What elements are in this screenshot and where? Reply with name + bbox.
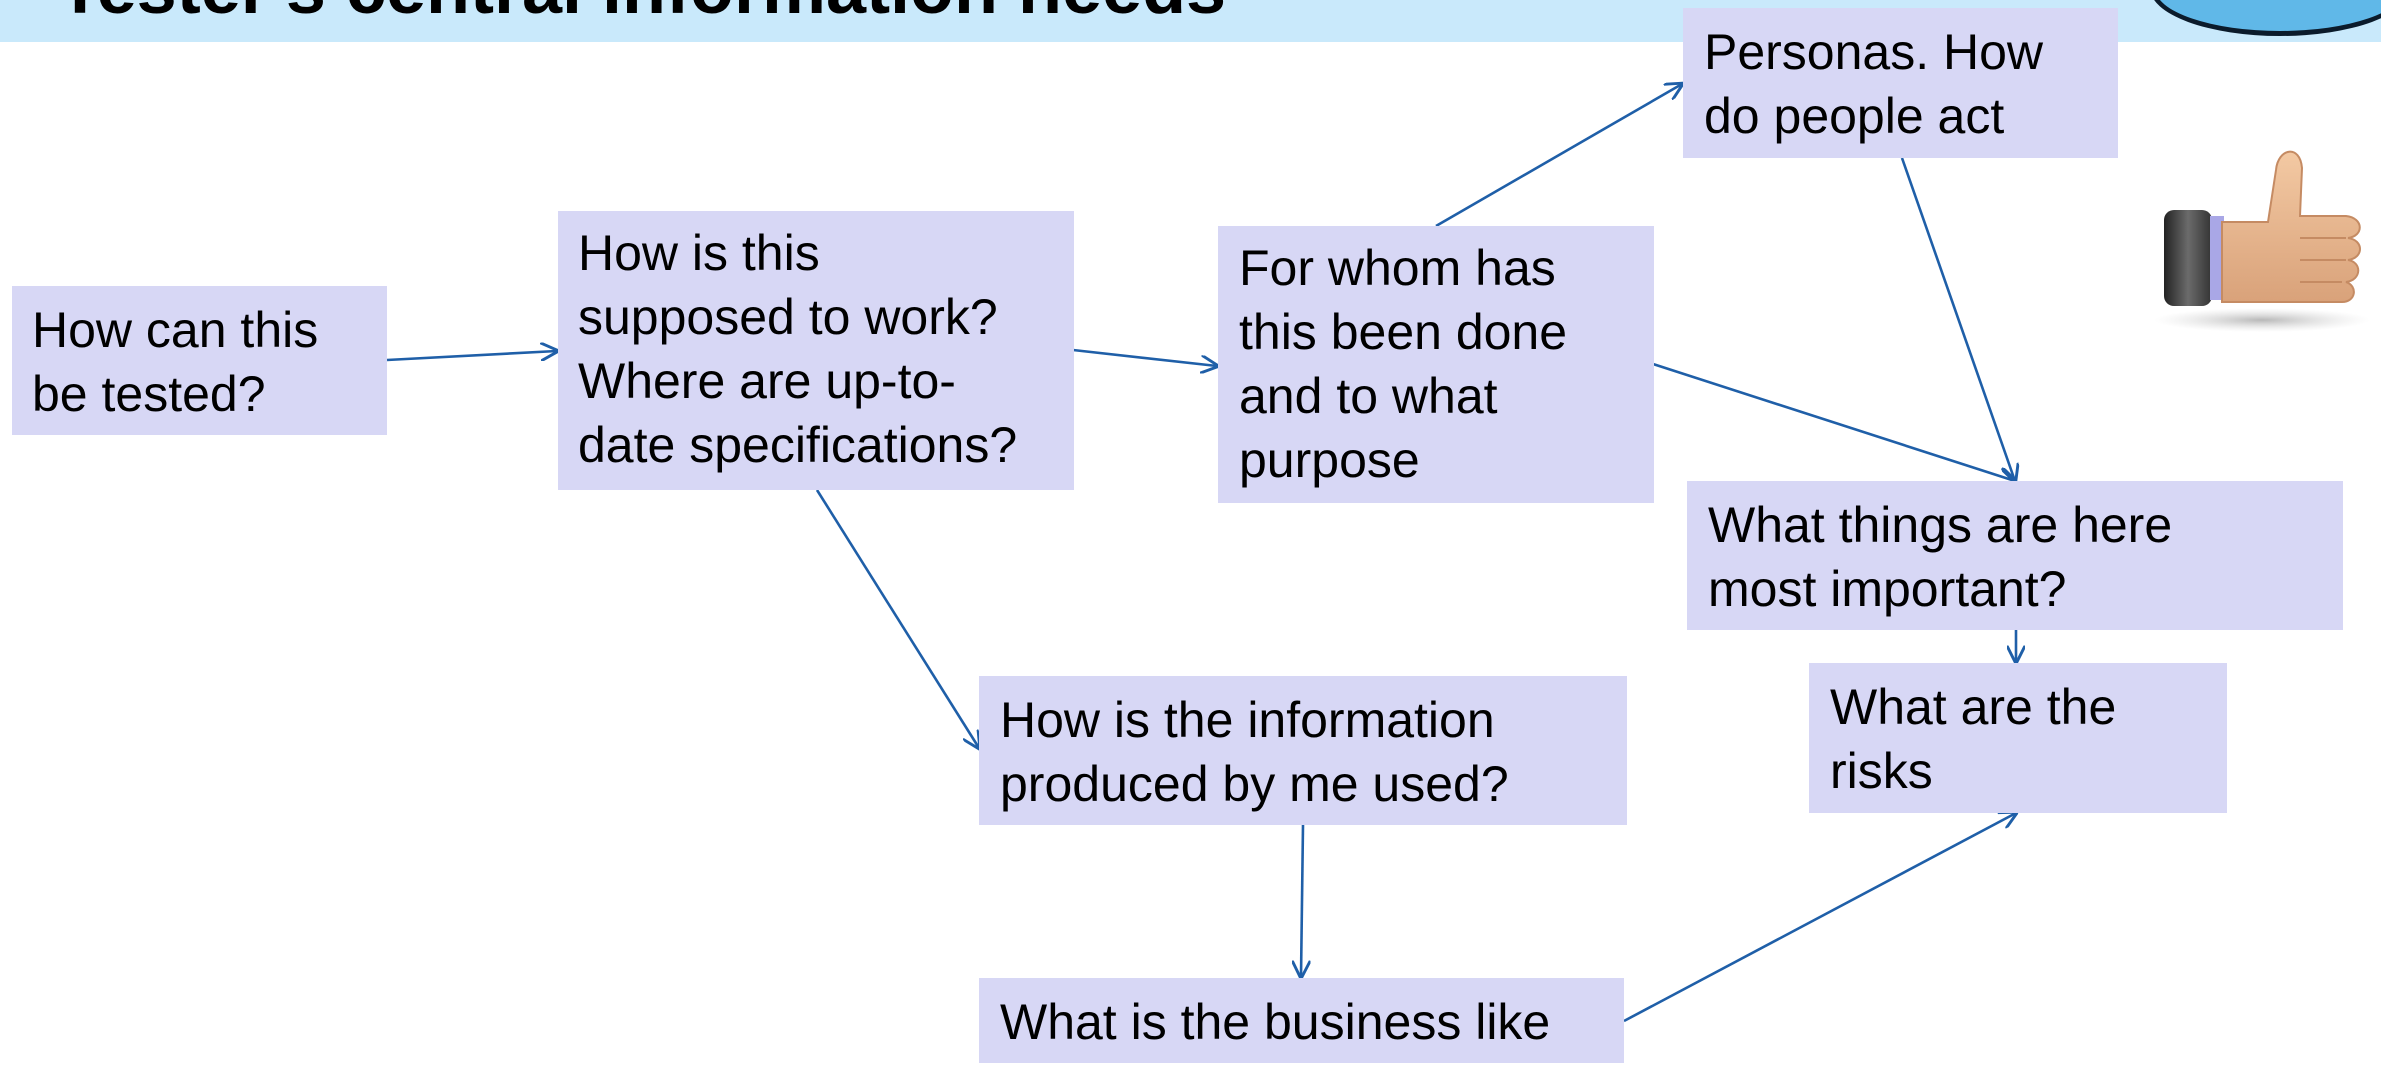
node-most-important: What things are here most important? [1687, 481, 2343, 630]
node-how-can-this-be-tested: How can this be tested? [12, 286, 387, 435]
arrow-info-to-business [1301, 824, 1303, 977]
node-how-is-this-supposed-to-work: How is this supposed to work? Where are … [558, 211, 1074, 490]
arrow-tested-to-work [386, 351, 557, 362]
arrow-work-to-whom [1072, 348, 1217, 366]
node-risks: What are the risks [1809, 663, 2227, 813]
arrow-work-to-info [815, 489, 979, 748]
arrow-whom-to-important [1652, 362, 2015, 481]
arrow-personas-to-important [1900, 157, 2015, 481]
arrow-business-to-risks [1623, 813, 2016, 1023]
thumbs-up-icon [2154, 150, 2370, 332]
arrow-whom-to-personas [1435, 84, 1682, 228]
node-for-whom: For whom has this been done and to what … [1218, 226, 1654, 503]
node-info-used: How is the information produced by me us… [979, 676, 1627, 825]
node-business: What is the business like [979, 978, 1624, 1063]
node-personas: Personas. How do people act [1683, 8, 2118, 158]
page-title: Tester's central information needs [58, 0, 1226, 25]
